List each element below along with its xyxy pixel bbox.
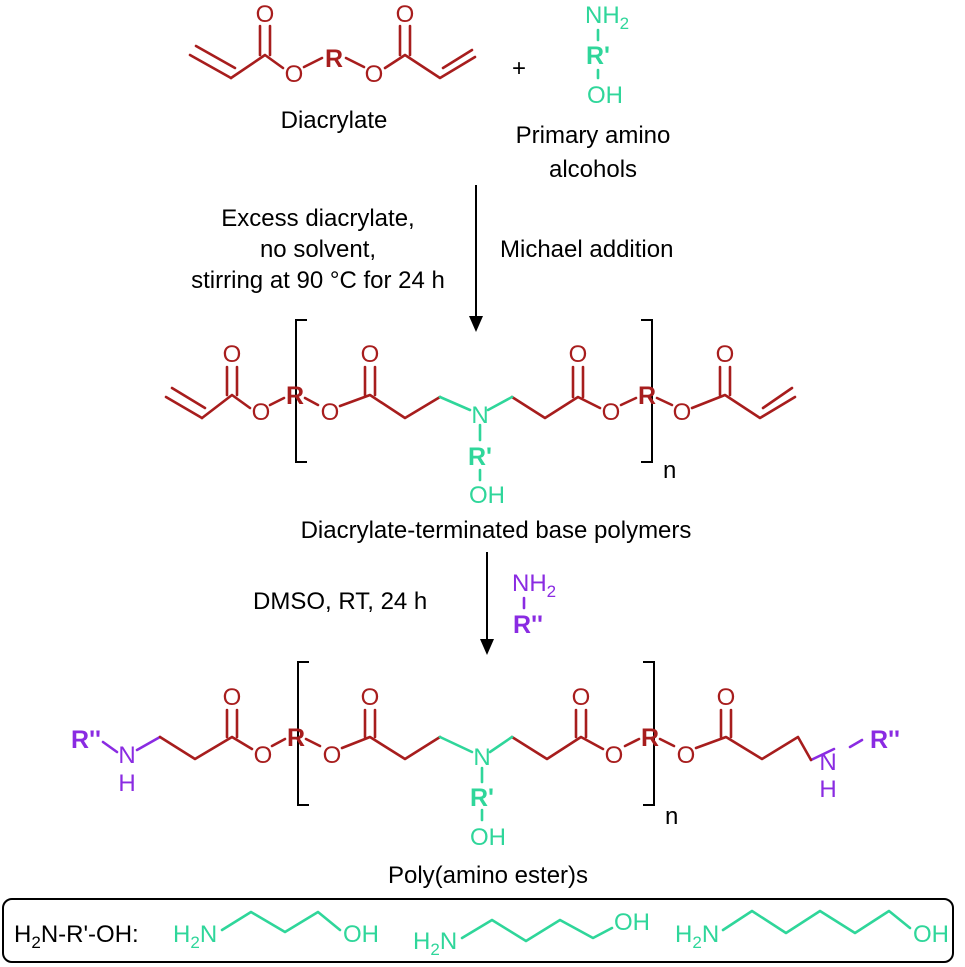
r-group-label: R (286, 382, 304, 410)
oh-label: OH (343, 921, 379, 948)
conditions-line1: Excess diacrylate, (221, 205, 414, 232)
ester-oxygen-label: O (285, 61, 304, 88)
amino-alcohol-label-line2: alcohols (549, 156, 637, 183)
amino-alcohol-legend: H2N-R'-OH: H2N OH H2N OH H2N OH (2, 898, 954, 963)
ester-oxygen-label: O (602, 399, 621, 426)
poly-amino-ester-structure: R'' N H O O R O O N R' OH O O R O O N H … (71, 661, 900, 851)
h2n-label: H2N (413, 928, 457, 959)
r-group-label: R (325, 45, 343, 73)
ester-oxygen-label: O (321, 399, 340, 426)
conditions-line3: stirring at 90 °C for 24 h (191, 267, 445, 294)
nh2-label: NH2 (585, 2, 629, 33)
r-group-label: R (638, 382, 656, 410)
repeat-unit-n: n (663, 457, 676, 484)
r-prime-label: R' (586, 42, 610, 70)
carbonyl-oxygen-label: O (572, 684, 591, 711)
ester-oxygen-label: O (677, 742, 696, 769)
carbonyl-oxygen-label: O (361, 341, 380, 368)
ester-oxygen-label: O (365, 61, 384, 88)
r-prime-label: R' (470, 784, 494, 812)
ester-oxygen-label: O (323, 742, 342, 769)
ester-oxygen-label: O (673, 399, 692, 426)
nh2-label: NH2 (512, 570, 556, 601)
carbonyl-oxygen-label: O (223, 684, 242, 711)
h2n-label: H2N (675, 921, 719, 952)
amine-nitrogen-left: N (118, 742, 135, 769)
reaction-arrow-1 (469, 185, 483, 332)
base-polymer-structure: O O R O O N R' OH O O R O O n (164, 319, 797, 509)
plus-sign: + (512, 55, 526, 82)
carbonyl-oxygen-label: O (361, 684, 380, 711)
r-group-label: R (641, 724, 659, 752)
h2n-label: H2N (173, 921, 217, 952)
reaction-type-label: Michael addition (500, 236, 673, 263)
nitrogen-label: N (471, 402, 488, 429)
reaction-arrow-2 (480, 552, 494, 655)
amine-nitrogen-right: N (819, 749, 836, 776)
amino-alcohol-structure: NH2 R' OH (585, 2, 629, 109)
ester-oxygen-label: O (605, 742, 624, 769)
oh-label: OH (470, 824, 506, 851)
r-group-label: R (287, 724, 305, 752)
ester-oxygen-label: O (254, 742, 273, 769)
oh-label: OH (614, 909, 650, 936)
r-double-prime-cap-left: R'' (71, 726, 101, 754)
amine-reagent-structure: NH2 R'' (512, 570, 556, 639)
amine-hydrogen-left: H (118, 770, 135, 797)
diacrylate-label: Diacrylate (281, 107, 388, 134)
carbonyl-oxygen-label: O (717, 684, 736, 711)
oh-label: OH (469, 482, 505, 509)
legend-prefix: H2N-R'-OH: (14, 921, 139, 952)
carbonyl-oxygen-label: O (396, 1, 415, 28)
product-label: Poly(amino ester)s (388, 862, 588, 889)
r-double-prime-label: R'' (513, 611, 543, 639)
carbonyl-oxygen-label: O (223, 341, 242, 368)
r-double-prime-cap-right: R'' (870, 726, 900, 754)
r-prime-label: R' (468, 443, 492, 471)
ester-oxygen-label: O (252, 399, 271, 426)
oh-label: OH (913, 921, 949, 948)
conditions-line2: no solvent, (260, 236, 376, 263)
amine-hydrogen-right: H (819, 776, 836, 803)
oh-label: OH (587, 82, 623, 109)
carbonyl-oxygen-label: O (256, 1, 275, 28)
diacrylate-structure: O O R O O (188, 1, 477, 88)
carbonyl-oxygen-label: O (716, 341, 735, 368)
repeat-unit-n: n (665, 803, 678, 830)
base-polymer-label: Diacrylate-terminated base polymers (301, 517, 692, 544)
carbonyl-oxygen-label: O (569, 341, 588, 368)
nitrogen-label: N (473, 744, 490, 771)
amino-alcohol-label-line1: Primary amino (516, 122, 671, 149)
step2-conditions: DMSO, RT, 24 h (253, 588, 427, 615)
